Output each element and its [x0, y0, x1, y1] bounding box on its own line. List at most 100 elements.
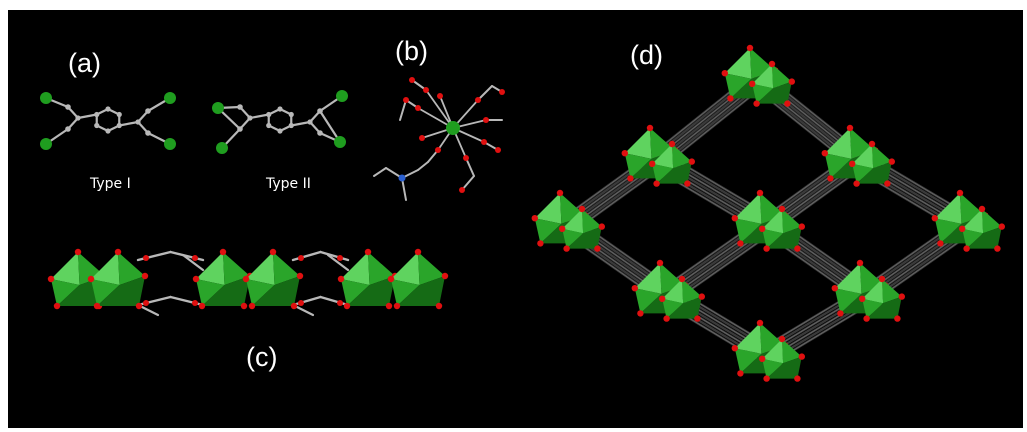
bridge-bond — [319, 295, 350, 307]
oxygen-atom — [337, 275, 345, 283]
bond — [248, 113, 270, 120]
oxygen-atom — [192, 300, 198, 306]
oxygen-atom — [74, 248, 82, 256]
panel-label-a: (a) — [68, 48, 101, 78]
oxygen-atom — [53, 302, 61, 310]
oxygen-atom — [756, 189, 764, 197]
oxygen-atom — [863, 315, 870, 322]
polyhedron-face — [246, 252, 275, 285]
polyhedron-face — [246, 279, 275, 306]
carbon-atom — [266, 122, 272, 129]
bridge-bond — [326, 253, 350, 272]
oxygen-atom — [684, 180, 691, 187]
polyhedron-face — [418, 252, 445, 285]
oxygen-atom — [894, 315, 901, 322]
bridge-bond — [291, 250, 322, 262]
metal-atom — [216, 142, 228, 154]
carbon-atom — [277, 106, 283, 112]
polyhedron-face — [634, 288, 662, 314]
panel-b-metal-coordination — [373, 77, 505, 201]
oxygen-atom — [653, 180, 660, 187]
oxygen-atom — [578, 205, 586, 213]
oxygen-atom — [646, 124, 654, 132]
oxygen-atom — [649, 160, 656, 167]
polyhedron-face — [824, 128, 852, 159]
oxygen-atom — [423, 87, 429, 93]
polyhedron-face — [223, 252, 250, 285]
type-ii-label: Type II — [266, 176, 311, 192]
polyhedron-face — [252, 276, 300, 306]
polyhedron-face — [724, 73, 752, 99]
oxygen-atom — [763, 245, 770, 252]
polyhedron-face — [662, 298, 684, 319]
carbon-atom — [277, 128, 283, 134]
polyhedron-face — [196, 252, 225, 285]
carbon-atom — [288, 111, 294, 118]
oxygen-atom — [784, 100, 791, 107]
bridge-bond — [319, 250, 350, 262]
oxygen-atom — [978, 205, 986, 213]
oxygen-atom — [364, 248, 372, 256]
framework-node — [849, 140, 895, 187]
polyhedron-face — [91, 252, 120, 285]
oxygen-atom — [856, 259, 864, 267]
oxygen-atom — [831, 285, 838, 292]
polyhedron-face — [934, 218, 962, 244]
polyhedron-face — [341, 252, 370, 285]
oxygen-atom — [888, 158, 895, 165]
oxygen-atom — [409, 77, 415, 83]
carbon-atom — [116, 111, 122, 118]
bond — [465, 157, 475, 177]
polyhedron-face — [734, 348, 762, 374]
oxygen-atom — [878, 275, 886, 283]
polyhedron-face — [534, 218, 562, 244]
oxygen-atom — [419, 135, 425, 141]
oxygen-atom — [475, 97, 481, 103]
polyhedron-face — [782, 209, 802, 234]
bond — [477, 85, 493, 101]
oxygen-atom — [495, 147, 501, 153]
polyhedron-face — [766, 226, 802, 249]
oxygen-atom — [414, 248, 422, 256]
oxygen-atom — [143, 300, 149, 306]
oxygen-atom — [531, 215, 538, 222]
oxygen-atom — [694, 315, 701, 322]
oxygen-atom — [884, 180, 891, 187]
polyhedron-face — [962, 228, 984, 249]
carbon-atom — [116, 122, 122, 129]
oxygen-atom — [499, 89, 505, 95]
oxygen-atom — [756, 319, 764, 327]
oxygen-atom — [731, 345, 738, 352]
polyhedron-face — [782, 339, 802, 364]
oxygen-atom — [688, 158, 695, 165]
oxygen-atom — [563, 245, 570, 252]
oxygen-atom — [794, 245, 801, 252]
bond — [401, 177, 407, 201]
carbon-atom — [94, 111, 100, 118]
oxygen-atom — [737, 370, 744, 377]
polyhedron-face — [934, 193, 962, 224]
oxygen-atom — [849, 160, 856, 167]
oxygen-atom — [145, 130, 151, 136]
polyhedron-face — [624, 128, 652, 159]
bond — [76, 113, 98, 120]
framework-node — [649, 140, 695, 187]
oxygen-atom — [237, 126, 243, 132]
polyhedron-face — [534, 193, 562, 224]
oxygen-atom — [437, 93, 443, 99]
polyhedron-face — [882, 279, 902, 304]
coordination-bond — [425, 89, 454, 129]
oxygen-atom — [721, 70, 728, 77]
oxygen-atom — [296, 272, 304, 280]
oxygen-atom — [135, 302, 143, 310]
oxygen-atom — [663, 315, 670, 322]
framework-node — [959, 205, 1005, 252]
polyhedron-face — [391, 279, 420, 306]
oxygen-atom — [668, 140, 676, 148]
framework-node — [859, 275, 905, 322]
polyhedron-face — [97, 276, 145, 306]
oxygen-atom — [963, 245, 970, 252]
bridge-bond — [136, 250, 172, 262]
carbon-atom — [266, 111, 272, 118]
oxygen-atom — [393, 302, 401, 310]
